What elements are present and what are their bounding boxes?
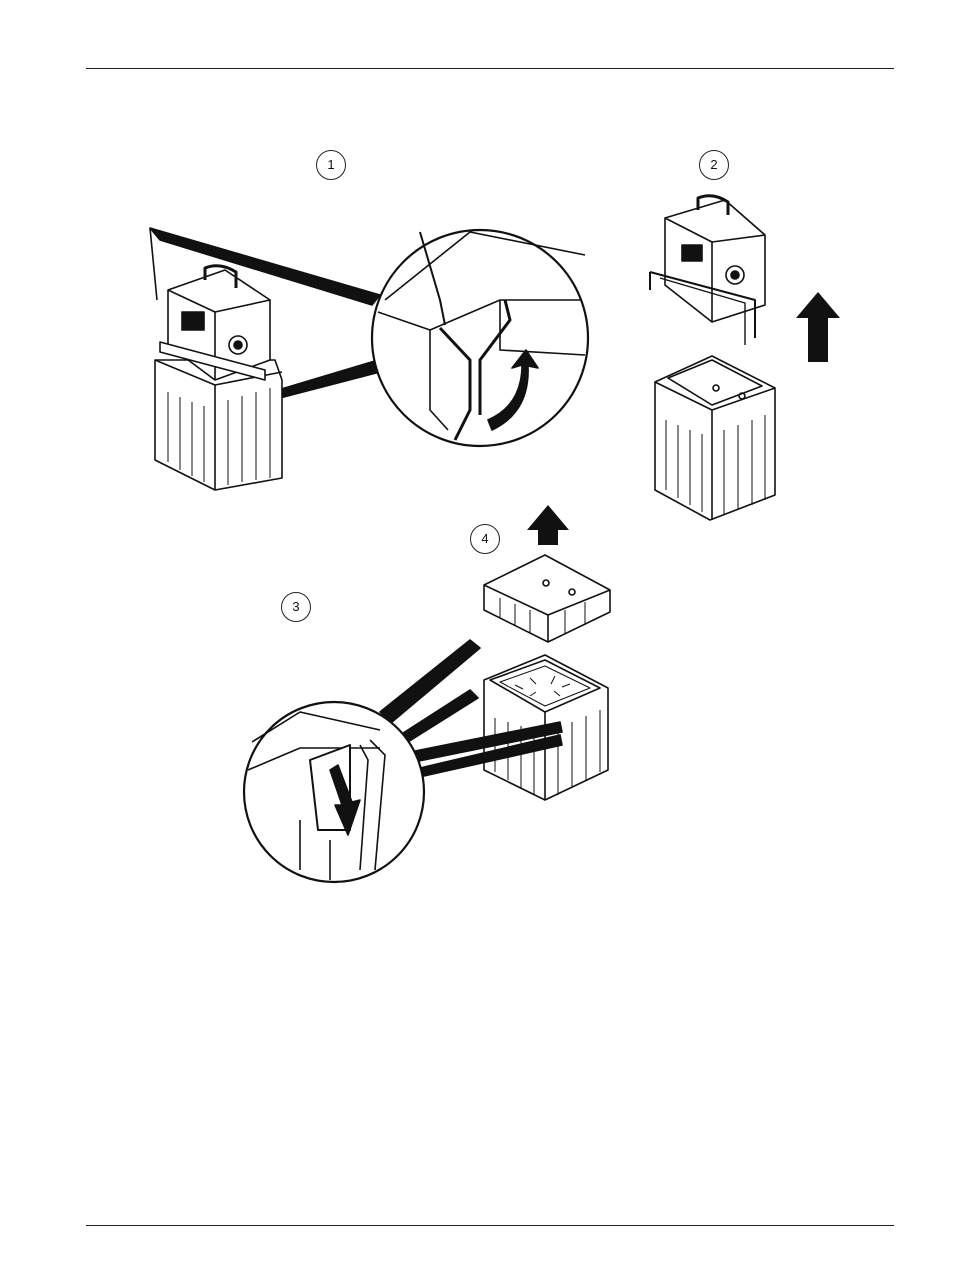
step3-detail-magnifier [244,702,424,882]
step-2-callout: 2 [699,150,729,180]
step-4-callout: 4 [470,524,500,554]
step1-sampler [150,228,380,490]
step-1-callout: 1 [316,150,346,180]
step4-lid [484,555,610,642]
step-3-callout: 3 [281,592,311,622]
step1-detail-magnifier [372,230,588,446]
step2-controller [650,196,765,345]
step2-base [655,356,775,520]
step2-arrow-up [796,292,840,362]
